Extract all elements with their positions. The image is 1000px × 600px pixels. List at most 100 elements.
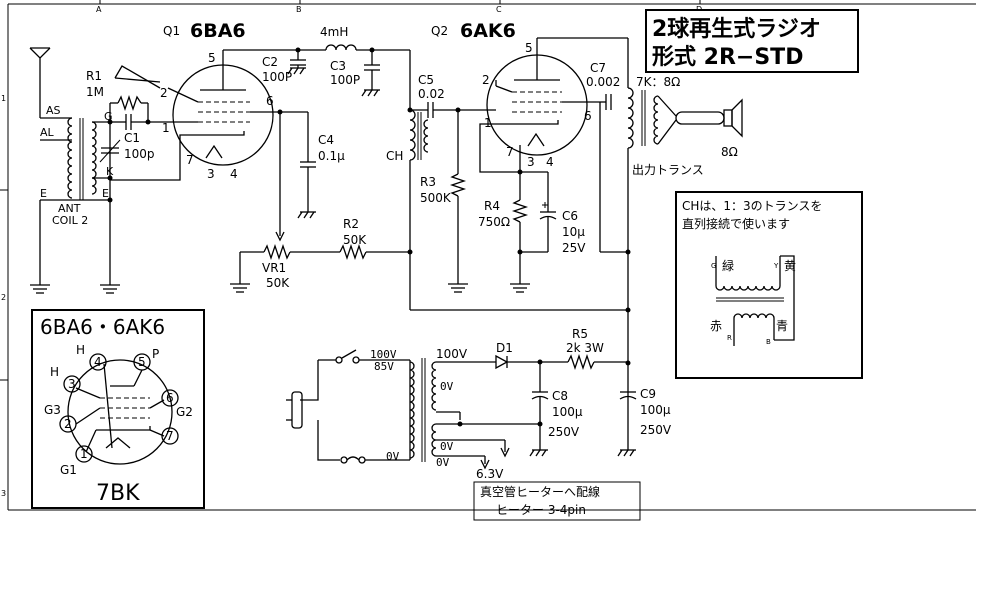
junction-dot [107,119,113,125]
pinout-label-g1: G1 [60,463,77,477]
pinout-pin6: 6 [166,391,174,405]
choke-note-box [675,191,863,379]
pin-circle [161,427,179,445]
q2-pin6: 6 [584,109,592,123]
pinout-label-p: P [152,347,159,361]
output-ratio: 7K：8Ω [636,75,680,89]
pinout-box [31,309,205,509]
tap-0v-1: 0V [440,380,454,393]
grid-row-1: 1 [1,94,6,103]
junction-dot [407,249,413,255]
r5-resistor [567,353,628,371]
l1-value: 4mH [320,25,348,39]
c3-value: 100P [330,73,360,87]
q1-pin4: 4 [230,167,238,181]
ch-ref: CH [386,149,403,163]
title-line1: 2球再生式ラジオ [652,17,821,42]
c4-ref: C4 [318,133,334,147]
r3-ref: R3 [420,175,436,189]
tap-100v-out: 100V [436,347,468,361]
q2-ref: Q2 [431,24,448,38]
r1-value: 1M [86,85,104,99]
choke-note-line2: 直列接続で使います [682,216,790,231]
q1-pin6: 6 [266,94,274,108]
q2-pin3: 3 [527,155,535,169]
grid-col-c: C [496,5,502,14]
d1-diode [495,354,568,370]
r4-resistor [510,172,530,293]
coil-name-line1: ANT [58,202,81,215]
r4-value: 750Ω [478,215,510,229]
coil-k-label: K [106,165,114,178]
antenna-coil [39,117,121,285]
junction-dot [625,307,631,313]
q2-pin1: 1 [484,116,492,130]
pinout-label-h1: H [50,365,59,379]
choke-tag-b: B [766,338,771,346]
heater-note-line1: 真空管ヒーターへ配線 [480,484,600,499]
c5-ref: C5 [418,73,434,87]
r5-ref: R5 [572,327,588,341]
heater-note-line2: ヒーター 3-4pin [496,503,586,517]
c5-value: 0.02 [418,87,445,101]
pinout-title: 6BA6・6AK6 [40,315,165,339]
r4-ref: R4 [484,199,500,213]
pinout-label-h2: H [76,343,85,357]
vr1-potentiometer [230,243,340,293]
pinout-pin4: 4 [94,355,102,369]
choke-green: 緑 [722,258,734,273]
choke-blue: 青 [776,319,788,333]
tap-85v: 85V [374,360,394,373]
pin-circle [63,375,81,393]
q1-pin3: 3 [207,167,215,181]
coil-as-label: AS [46,104,61,117]
r5-value: 2k 3W [566,341,604,355]
title-line2: 形式 2R−STD [652,45,803,70]
junction-dot [625,249,631,255]
grid-row-2: 2 [1,293,6,302]
c8-voltage: 250V [548,425,580,439]
r2-ref: R2 [343,217,359,231]
q2-pin5: 5 [525,41,533,55]
choke-wiring-diagram [715,255,795,346]
r1-resistor [109,94,149,122]
pinout-label-g2: G2 [176,405,193,419]
r1-ref: R1 [86,69,102,83]
q2-pin2: 2 [482,73,490,87]
q1-screen-wiring [275,111,316,242]
vr1-value: 50K [266,276,290,290]
c5-capacitor [410,102,496,118]
r2-value: 50K [343,233,367,247]
grid-col-b: B [296,5,302,14]
choke-note-line1: CHは、1：3のトランスを [682,199,822,213]
heater-voltage: 6.3V [476,467,504,481]
c7-ref: C7 [590,61,606,75]
tap-0v-2: 0V [440,440,454,453]
c9-ref: C9 [640,387,656,401]
frame [0,0,976,511]
coil-g-label: G [104,110,113,123]
c1-value: 100p [124,147,155,161]
plate-wiring-q1 [223,44,411,110]
pinout-pin2: 2 [64,417,72,431]
c8-capacitor [529,362,549,457]
junction-dot [457,421,463,427]
grid-row-3: 3 [1,489,6,498]
pin-circle [59,415,77,433]
q1-pin7: 7 [186,153,194,167]
c6-voltage: 25V [562,241,586,255]
output-transformer-label: 出力トランス [632,163,704,177]
choke-yellow: 黄 [784,259,796,273]
q1-pin5: 5 [208,51,216,65]
junction-dot [295,47,301,53]
pin-circle [133,353,151,371]
tap-100v-in: 100V [370,348,397,361]
title-box [645,9,859,73]
pinout-pin1: 1 [80,447,88,461]
pinout-pin7: 7 [166,429,174,443]
c2-ref: C2 [262,55,278,69]
junction-dot [277,109,283,115]
q2-type: 6AK6 [460,20,516,42]
ground-symbol [287,67,380,97]
c9-capacitor [617,391,637,457]
